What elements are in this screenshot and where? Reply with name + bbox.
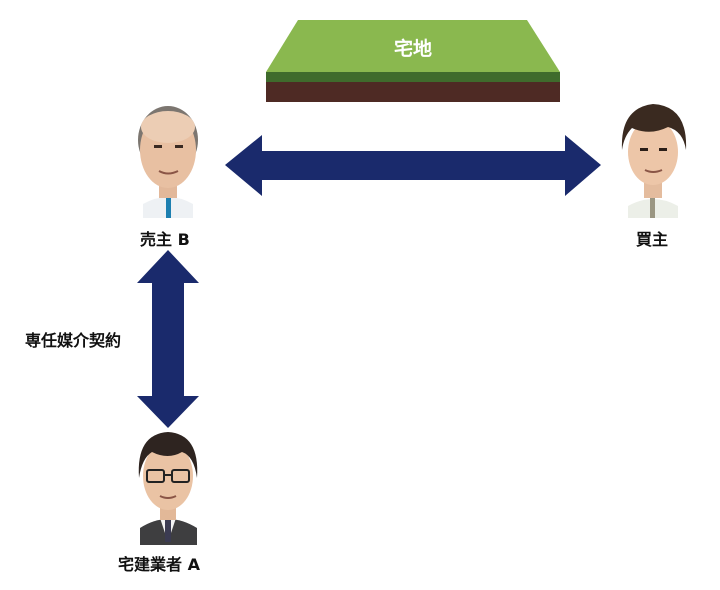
seller-head-top (141, 111, 195, 143)
land-parcel (266, 20, 560, 102)
contract-label: 専任媒介契約 (25, 331, 122, 350)
agent-label: 宅建業者 A (118, 555, 200, 574)
agent-mouth (159, 495, 177, 499)
buyer-hair (621, 104, 687, 150)
agent-avatar (138, 432, 198, 545)
buyer-avatar (621, 104, 687, 218)
seller-mouth (158, 170, 179, 175)
sale-double-arrow (225, 135, 601, 196)
land-grass-edge (266, 72, 560, 82)
seller-eye-right (175, 145, 183, 148)
contract-double-arrow (137, 250, 199, 428)
buyer-mouth (644, 169, 663, 173)
buyer-face (628, 119, 678, 185)
land-top (266, 20, 560, 72)
seller-tie (166, 198, 171, 218)
buyer-neck (644, 182, 662, 198)
buyer-eye-left (640, 148, 648, 151)
seller-eye-left (154, 145, 162, 148)
agent-tie (165, 520, 171, 542)
buyer-tie (650, 198, 655, 218)
buyer-eye-right (659, 148, 667, 151)
seller-label: 売主 B (140, 230, 190, 249)
land-label: 宅地 (393, 38, 432, 60)
agent-hair (138, 432, 198, 478)
buyer-label: 買主 (636, 230, 669, 249)
seller-avatar (138, 106, 198, 218)
land-soil (266, 82, 560, 102)
